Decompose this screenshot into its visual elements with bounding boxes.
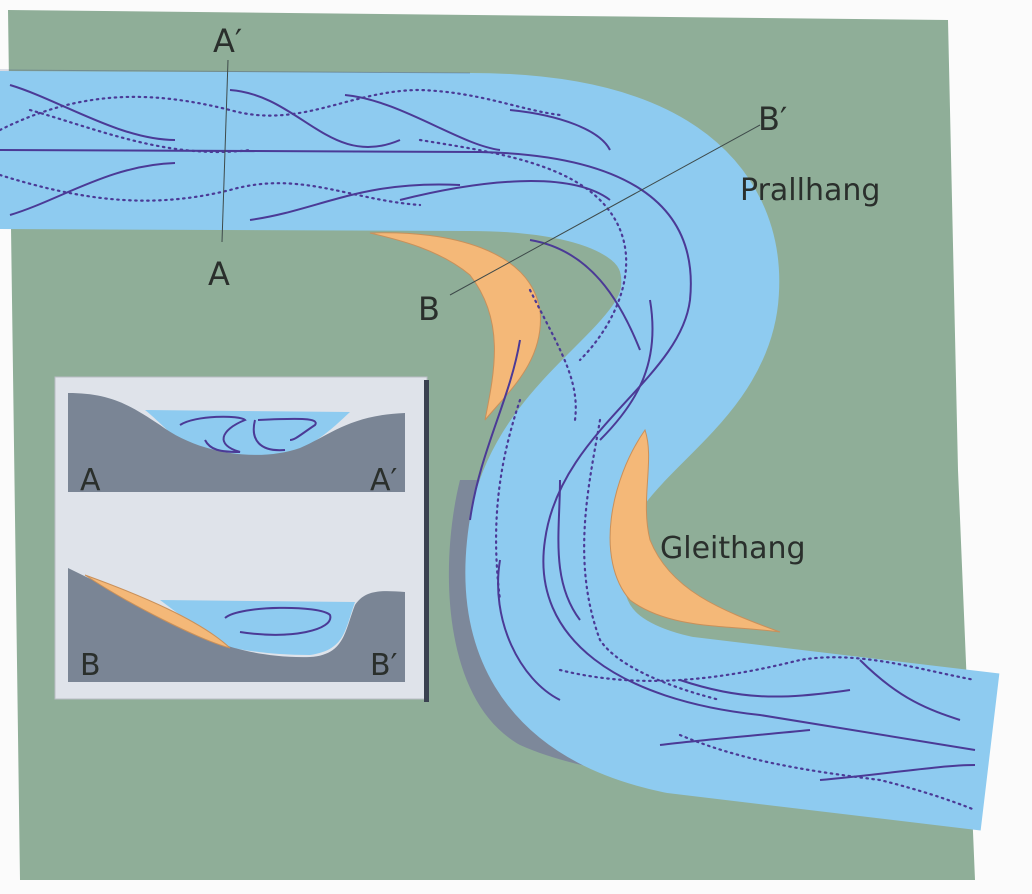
section-line-b — [449, 124, 761, 296]
inset-label-b: B — [80, 648, 101, 683]
cross-section-b — [68, 568, 405, 682]
section-line-a — [221, 59, 229, 243]
label-gleithang: Gleithang — [660, 531, 806, 566]
cross-section-b-sand — [84, 574, 231, 649]
label-b: B — [418, 290, 440, 328]
sand-bar-upper — [369, 232, 541, 421]
label-a: A — [208, 255, 230, 293]
inset-label-a: A — [80, 463, 101, 498]
label-b-prime: B′ — [758, 100, 787, 138]
label-prallhang: Prallhang — [740, 173, 880, 208]
cross-section-inset: A A′ B B′ — [54, 376, 429, 702]
cross-section-b-water — [160, 600, 355, 655]
label-a-prime: A′ — [213, 22, 242, 60]
inset-label-b-prime: B′ — [370, 648, 398, 683]
river-edge — [0, 69, 471, 74]
inset-label-a-prime: A′ — [370, 463, 398, 498]
river — [0, 71, 1000, 831]
sand-bar-lower — [609, 428, 781, 633]
cross-section-a — [68, 393, 405, 492]
flow-lines — [0, 84, 977, 812]
